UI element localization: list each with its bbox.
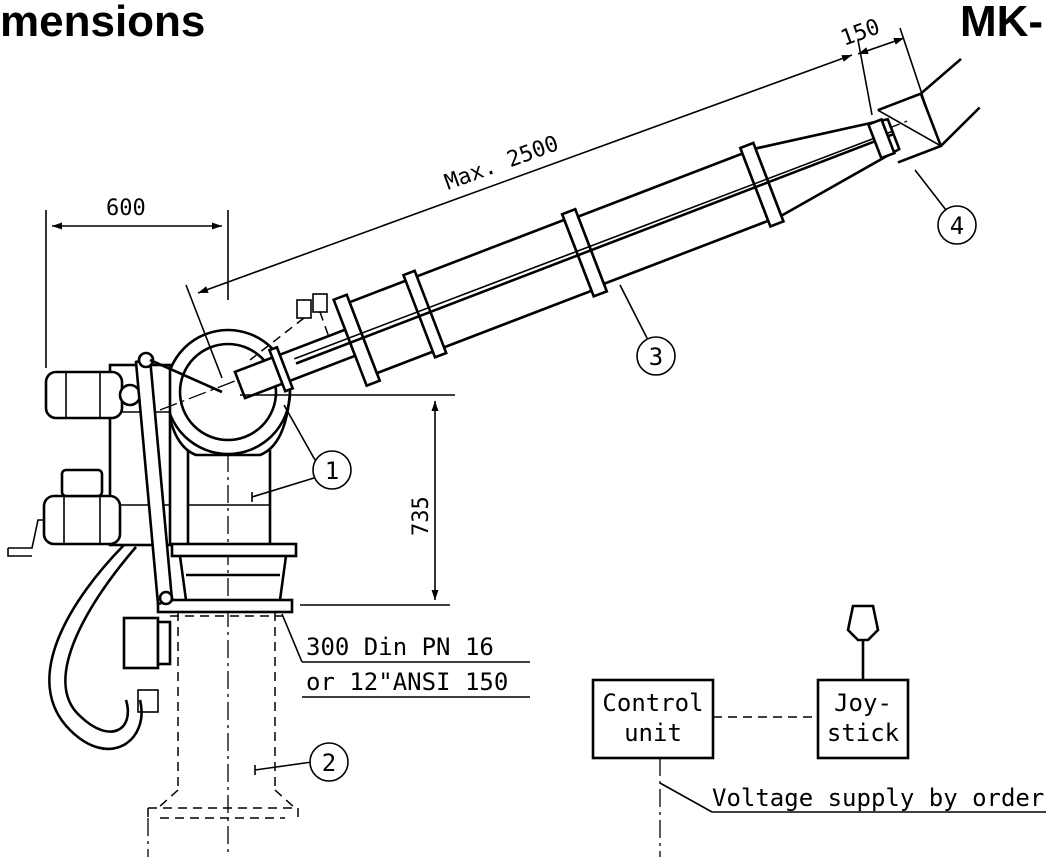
model-code: MK- xyxy=(960,0,1043,46)
nozzle-dimension: 150 xyxy=(838,15,931,119)
callout-2-label: 2 xyxy=(322,749,336,777)
voltage-note: Voltage supply by order xyxy=(712,784,1044,812)
reach-label: Max. 2500 xyxy=(442,131,563,195)
control-unit-label-1: Control xyxy=(602,689,703,717)
drawing-title: mensions xyxy=(0,0,205,46)
offset-label: 600 xyxy=(106,196,146,221)
control-system: Control unit Joy- stick Voltage supply b… xyxy=(591,604,1046,857)
callout-1: 1 xyxy=(283,404,352,490)
callout-4: 4 xyxy=(914,169,977,245)
height-label: 735 xyxy=(409,496,434,536)
control-unit-box xyxy=(591,678,715,760)
monitor-barrel xyxy=(149,57,981,411)
nozzle-label: 150 xyxy=(838,15,884,52)
height-dimension: 735 xyxy=(240,394,455,606)
drive-housing xyxy=(7,351,174,751)
callout-1-label: 1 xyxy=(325,457,339,485)
offset-dimension: 600 xyxy=(45,196,229,368)
callout-4-label: 4 xyxy=(950,212,964,240)
callout-2: 2 xyxy=(254,742,349,782)
riser-pipe xyxy=(147,612,299,857)
control-unit-label-2: unit xyxy=(624,719,682,747)
flange-spec: 300 Din PN 16 or 12"ANSI 150 xyxy=(281,613,530,698)
joystick-box xyxy=(816,678,910,760)
flange-spec-line1: 300 Din PN 16 xyxy=(306,633,494,661)
monitor-body xyxy=(156,328,298,614)
callout-3-label: 3 xyxy=(649,343,663,371)
callout-3: 3 xyxy=(619,284,676,376)
joystick-label-1: Joy- xyxy=(834,689,892,717)
joystick-handle-icon xyxy=(846,604,880,642)
joystick-label-2: stick xyxy=(827,719,900,747)
flange-spec-line2: or 12"ANSI 150 xyxy=(306,668,508,696)
